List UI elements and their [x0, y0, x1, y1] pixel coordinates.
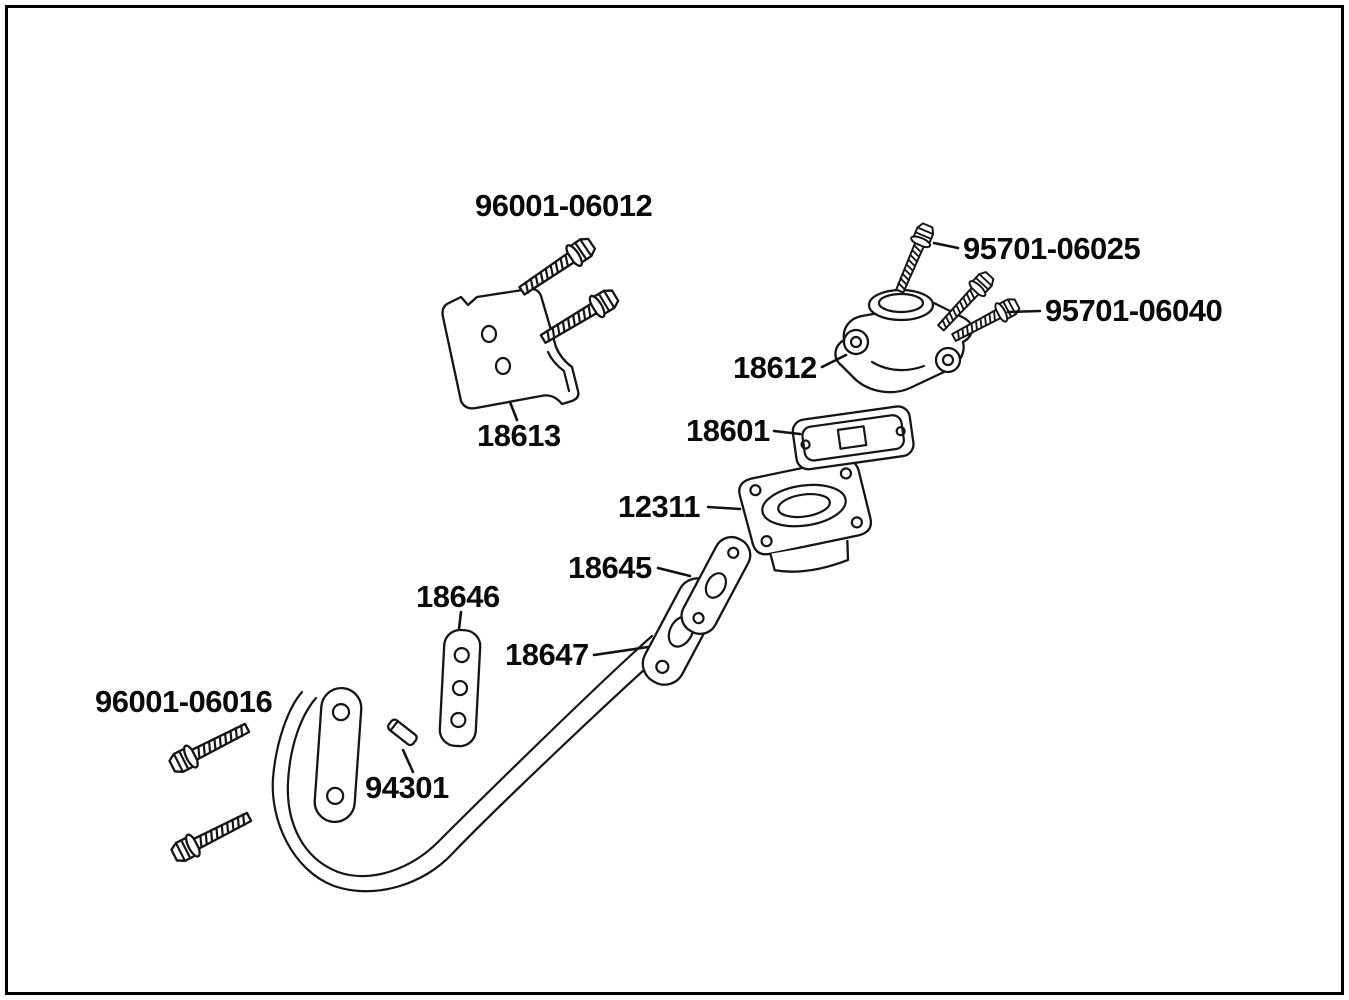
part-label-18645: 18645 [568, 550, 652, 585]
leader-lines [401, 241, 1042, 774]
part-label-94301: 94301 [365, 770, 449, 805]
part-label-18612: 18612 [733, 350, 817, 385]
bolt-96001-06012-a [514, 232, 600, 302]
part-18646-plate [438, 628, 482, 748]
bolt-96001-06016-a [165, 716, 254, 778]
part-label-95701-06025: 95701-06025 [963, 231, 1140, 266]
part-label-18613: 18613 [477, 418, 561, 453]
part-18613-bracket [441, 287, 580, 410]
part-18612-valve-cover [834, 288, 973, 394]
bolt-95701-06025 [889, 220, 939, 297]
part-labels: 96001-06012 95701-06025 95701-06040 1861… [95, 188, 1223, 805]
part-label-18646: 18646 [416, 579, 500, 614]
part-18647-pipe [271, 634, 666, 893]
part-94301-pin [386, 718, 418, 747]
part-pipe-end-plate [313, 686, 363, 824]
part-label-96001-06012: 96001-06012 [475, 188, 652, 223]
part-18645-gasket [680, 535, 752, 635]
bolt-96001-06012-b [535, 284, 623, 351]
part-label-96001-06016: 96001-06016 [95, 684, 272, 719]
part-label-18647: 18647 [505, 637, 589, 672]
part-label-12311: 12311 [618, 489, 700, 524]
part-12311-reed-valve [738, 458, 873, 573]
part-label-18601: 18601 [686, 413, 770, 448]
part-18601-plate [791, 405, 915, 471]
bolt-96001-06016-b [167, 805, 256, 867]
part-label-95701-06040: 95701-06040 [1045, 293, 1222, 328]
